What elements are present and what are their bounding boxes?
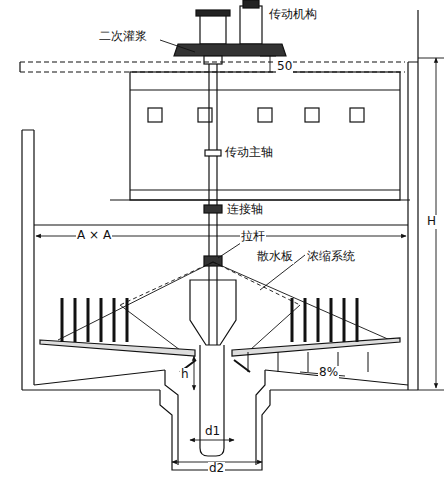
dimension: h bbox=[180, 368, 190, 382]
part-label: 散水板 bbox=[256, 250, 294, 264]
picket bbox=[356, 298, 359, 342]
picket bbox=[100, 298, 103, 342]
picket bbox=[61, 298, 64, 342]
dimension: d2 bbox=[208, 462, 225, 476]
tank-wall bbox=[22, 10, 418, 470]
picket bbox=[291, 298, 294, 342]
sump-pit bbox=[160, 390, 270, 470]
drive-shaft bbox=[204, 64, 222, 345]
rake-blade bbox=[278, 352, 279, 372]
part-label: 二次灌浆 bbox=[98, 30, 148, 44]
picket bbox=[304, 298, 307, 342]
part-label: 传动机构 bbox=[268, 8, 318, 22]
picket bbox=[74, 298, 77, 342]
dimension: A × A bbox=[76, 229, 112, 243]
dimension: 8% bbox=[318, 366, 339, 380]
picket bbox=[126, 298, 129, 342]
dimension: d1 bbox=[204, 425, 221, 439]
part-label: 传动主轴 bbox=[224, 146, 274, 160]
bridge-structure bbox=[20, 62, 410, 200]
underflow-pipe bbox=[200, 345, 224, 456]
part-label: 浓缩系统 bbox=[306, 250, 356, 264]
picket bbox=[330, 298, 333, 342]
part-label: 拉杆 bbox=[240, 230, 266, 244]
rake-arm bbox=[232, 338, 400, 356]
rake-blade bbox=[368, 352, 369, 372]
tie-rod bbox=[58, 262, 390, 350]
picket bbox=[343, 298, 346, 342]
rake-blade bbox=[308, 352, 309, 372]
part-label: 连接轴 bbox=[226, 203, 264, 217]
dimension-line bbox=[36, 40, 444, 462]
rake-arm bbox=[40, 340, 195, 356]
dimension: H bbox=[426, 215, 437, 229]
feed-well bbox=[190, 280, 236, 345]
picket bbox=[87, 298, 90, 342]
dimension: 50 bbox=[276, 60, 293, 74]
picket bbox=[113, 298, 116, 342]
picket bbox=[317, 298, 320, 342]
rake-blade bbox=[248, 352, 249, 372]
